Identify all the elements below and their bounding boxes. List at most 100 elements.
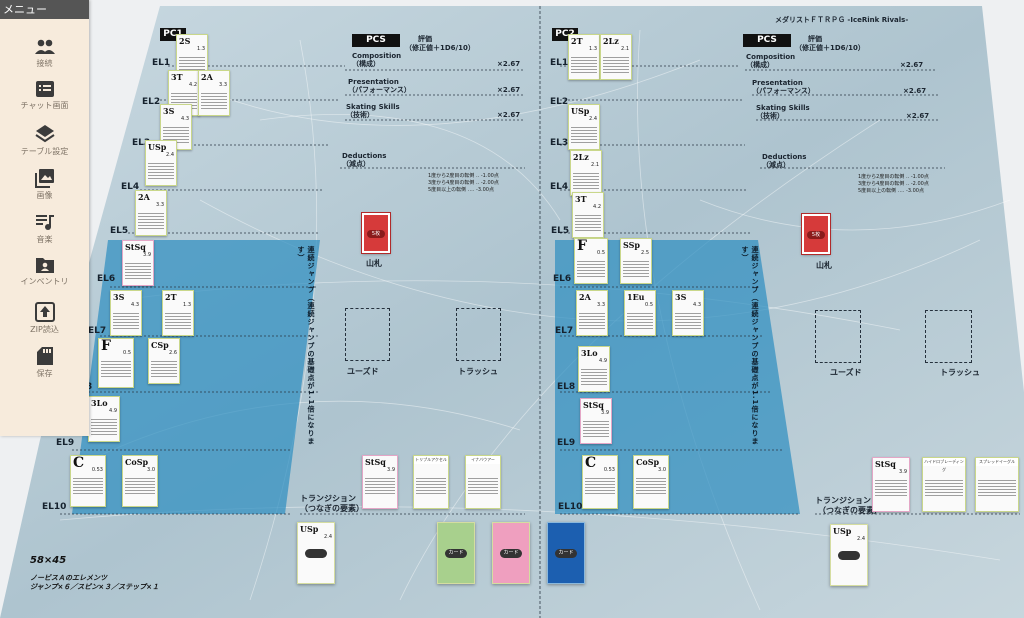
deck-count: 5枚: [367, 230, 385, 238]
deck-right[interactable]: 5枚: [802, 214, 830, 254]
transition-card[interactable]: ハイドロブレーディング: [922, 457, 966, 512]
card-text-lines: [623, 261, 649, 279]
menu-item-zip-load[interactable]: ZIP読込: [0, 302, 89, 342]
transition-card[interactable]: トリプルアクセル: [413, 455, 449, 509]
deck-label-right: 山札: [816, 261, 832, 270]
card-text-lines: [875, 480, 907, 498]
card-value: 4.3: [693, 302, 701, 308]
card-text-lines: [151, 361, 177, 379]
composition-mult-left: ×2.67: [497, 60, 521, 68]
menu-item-music[interactable]: 音楽: [0, 212, 89, 252]
card-code: StSq: [125, 242, 146, 252]
used-zone-left[interactable]: [345, 308, 390, 361]
card-code: C: [585, 455, 597, 471]
transition-card[interactable]: イナバウアー: [465, 455, 501, 509]
card-value: 2.4: [589, 116, 597, 122]
card-code: CoSp: [125, 457, 149, 467]
card-text-lines: [585, 478, 615, 496]
card-code: 2Lz: [573, 152, 589, 162]
card-code: 3S: [675, 292, 687, 302]
skating-jp-left: （技術）: [346, 111, 374, 119]
card-title: イナバウアー: [466, 456, 500, 464]
composition-right: Composition: [746, 53, 796, 61]
deck-left[interactable]: 5枚: [362, 213, 390, 253]
card-text-lines: [579, 313, 605, 331]
card-text-lines: [416, 478, 446, 496]
element-card[interactable]: 3S 4.3: [672, 290, 704, 336]
menu-header[interactable]: メニュー: [0, 0, 89, 19]
menu-item-connect[interactable]: 接続: [0, 38, 89, 78]
card-code: C: [73, 455, 85, 471]
used-label-left: ユーズド: [347, 367, 379, 376]
element-card[interactable]: 3S 4.3: [110, 290, 142, 336]
board-title: メダリストＦＴＲＰＧ -IceRink Rivals-: [775, 16, 909, 24]
transition-sub-right: （つなぎの要素）: [818, 506, 882, 515]
card-code: 3S: [113, 292, 125, 302]
menu-item-table-settings[interactable]: テーブル設定: [0, 124, 89, 164]
menu-item-inventory[interactable]: インベントリ: [0, 256, 89, 296]
sd-card-icon: [36, 347, 53, 365]
trash-zone-right[interactable]: [925, 310, 972, 363]
composition-left: Composition: [352, 52, 402, 60]
card-value: 2.1: [621, 46, 629, 52]
card-value: 4.3: [181, 116, 189, 122]
card-value: 3.9: [899, 469, 907, 475]
menu-item-save[interactable]: 保存: [0, 346, 89, 386]
pink-card[interactable]: カード: [492, 522, 530, 584]
menu-item-chat[interactable]: チャット画面: [0, 80, 89, 120]
layers-icon: [34, 125, 55, 143]
card-code: 3T: [171, 72, 183, 82]
card-chip: カード: [445, 549, 467, 558]
skating-mult-left: ×2.67: [497, 111, 521, 119]
trash-zone-left[interactable]: [456, 308, 501, 361]
menu-label: チャット画面: [20, 101, 69, 110]
green-card[interactable]: カード: [437, 522, 475, 584]
el-label: EL5: [110, 226, 129, 236]
composition-mult-right: ×2.67: [900, 61, 924, 69]
menu-item-images[interactable]: 画像: [0, 168, 89, 208]
menu-label: 音楽: [36, 235, 53, 244]
card-value: 4.3: [131, 302, 139, 308]
card-text-lines: [101, 361, 131, 379]
card-value: 3.3: [156, 202, 164, 208]
blue-card[interactable]: カード: [547, 522, 585, 584]
card-code: 2A: [579, 292, 591, 302]
used-zone-right[interactable]: [815, 310, 861, 363]
card-value: 3.3: [219, 82, 227, 88]
card-value: 1.3: [197, 46, 205, 52]
transition-card[interactable]: スプレッドイーグル: [975, 457, 1019, 512]
card-text-lines: [627, 313, 653, 331]
card-code: 3T: [575, 194, 587, 204]
eval-title-left: 評価: [418, 35, 432, 43]
